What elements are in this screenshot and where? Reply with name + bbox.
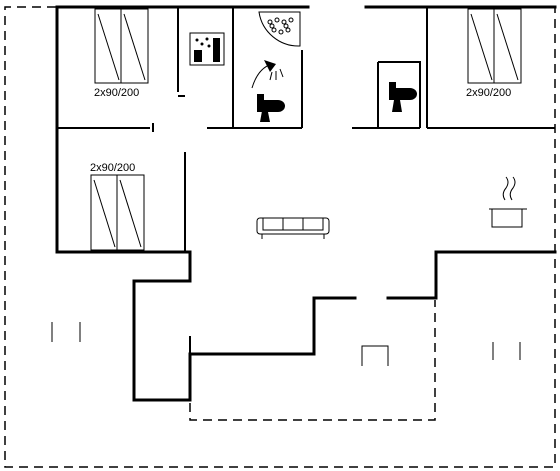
bed-double-top-left xyxy=(94,8,149,84)
kitchen-icon xyxy=(489,176,527,228)
bed-label-top-left: 2x90/200 xyxy=(94,87,139,99)
exterior-walls xyxy=(55,5,557,402)
whirlpool-icon xyxy=(258,11,301,47)
interior-walls xyxy=(57,7,555,354)
bed-label-middle-left: 2x90/200 xyxy=(90,162,135,174)
bed-label-top-right: 2x90/200 xyxy=(466,87,511,99)
bed-double-middle-left xyxy=(90,174,145,251)
sauna-icon xyxy=(189,32,225,66)
sofa-icon xyxy=(256,217,330,239)
toilet-icon-wc xyxy=(389,82,417,112)
plot-boundary xyxy=(4,6,556,468)
bed-double-top-right xyxy=(467,8,522,84)
toilet-icon-bath xyxy=(257,94,285,122)
terrace-marks xyxy=(51,322,521,366)
shower-icon xyxy=(251,60,284,89)
